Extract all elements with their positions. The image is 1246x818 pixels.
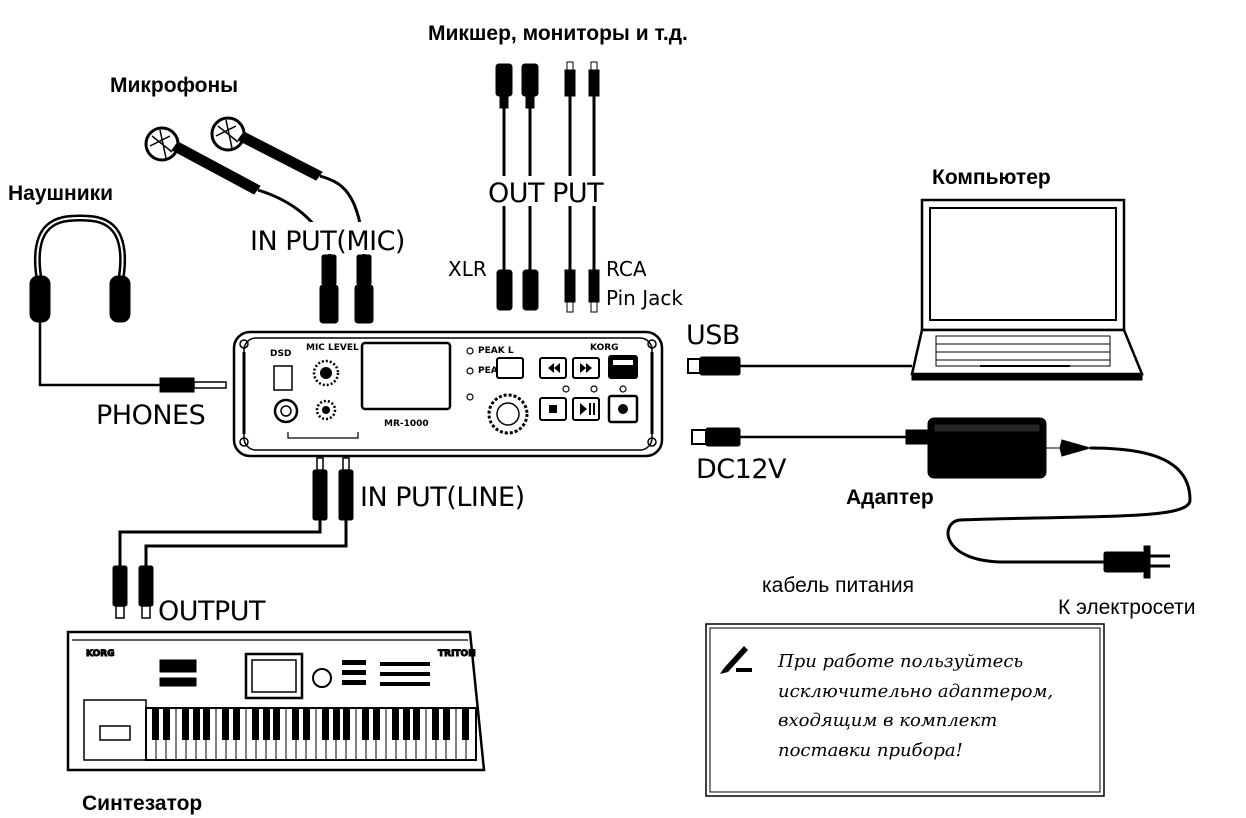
microphones — [144, 116, 374, 324]
input-mic-label: IN PUT(MIC) — [250, 226, 405, 257]
device-switch — [273, 365, 293, 391]
dc-cable — [691, 427, 931, 447]
synth-output-label: OUTPUT — [158, 596, 266, 627]
note-box: При работе пользуйтесь исключительно ада… — [705, 623, 1105, 797]
note-line-2: исключительно адаптером, — [778, 681, 1053, 702]
dc-label: DC12V — [696, 454, 787, 485]
to-mains-label: К электросети — [1058, 596, 1195, 619]
note-line-4: поставки прибора! — [778, 740, 963, 761]
phones-jack — [273, 398, 299, 424]
input-mic-label-bg — [248, 222, 434, 254]
mark-button[interactable] — [608, 355, 638, 379]
peak-l-label: PEAK L — [478, 346, 514, 356]
xlr-label: XLR — [448, 257, 487, 281]
device-brand: DSD — [270, 349, 291, 359]
headphones-icon — [29, 214, 227, 393]
usb-label: USB — [686, 320, 740, 351]
jog-wheel[interactable] — [487, 393, 529, 435]
output-label-bg — [484, 176, 612, 206]
phones-label: PHONES — [96, 400, 205, 431]
laptop-icon — [910, 198, 1144, 381]
device-mic-level: MIC LEVEL — [306, 343, 359, 353]
note-line-3: входящим в комплект — [778, 710, 997, 731]
computer-label: Компьютер — [932, 166, 1051, 189]
device-maker: KORG — [590, 343, 619, 353]
device-model: MR-1000 — [384, 419, 429, 429]
synth-brand: KORG — [86, 649, 115, 659]
mixer-label: Микшер, мониторы и т.д. — [428, 22, 688, 45]
synth-icon: KORG TRITON — [66, 630, 486, 772]
rca-label: RCA — [606, 257, 647, 281]
power-cable-label: кабель питания — [762, 574, 914, 597]
headphones-label: Наушники — [8, 182, 113, 205]
recorder-device: DSD MIC LEVEL MR-1000 PEAK L PEAK R KORG — [232, 330, 664, 458]
adapter-icon — [927, 417, 1192, 579]
device-screen — [360, 341, 452, 411]
line-input-cables — [112, 457, 354, 619]
output-label: OUT PUT — [488, 178, 604, 209]
microphones-label: Микрофоны — [110, 74, 238, 97]
usb-cable — [687, 356, 912, 376]
note-line-1: При работе пользуйтесь — [777, 651, 1023, 672]
pencil-note-icon — [720, 646, 752, 674]
pin-jack-label: Pin Jack — [606, 286, 683, 310]
synth-model: TRITON — [438, 649, 476, 659]
display-button[interactable] — [496, 357, 524, 379]
synth-label: Синтезатор — [82, 792, 202, 815]
input-line-label: IN PUT(LINE) — [360, 482, 525, 513]
adapter-label: Адаптер — [846, 486, 934, 509]
